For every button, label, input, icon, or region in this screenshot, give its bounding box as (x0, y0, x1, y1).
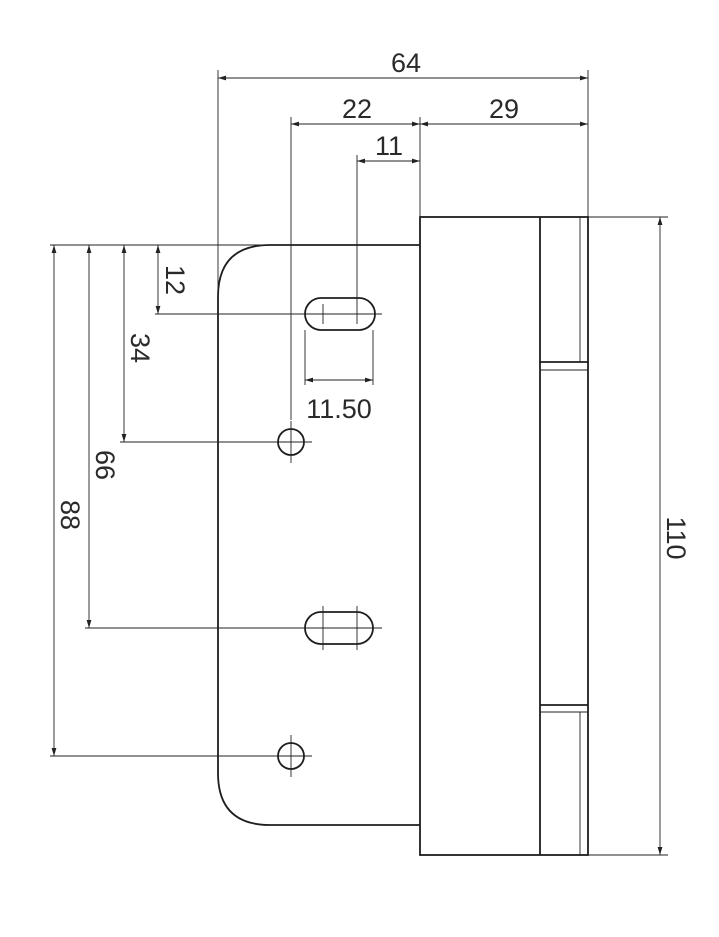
hinge-leaf-plate (217, 244, 420, 826)
dim-overall-width: 64 (391, 48, 421, 78)
dim-top-to-hole-1: 34 (125, 333, 155, 363)
dim-overall-height: 110 (661, 516, 691, 559)
dim-slot-length: 11.50 (306, 394, 372, 424)
slot-upper (298, 297, 382, 331)
dimension-lines (51, 75, 663, 855)
hinge-knuckle-body (419, 216, 589, 856)
extension-lines (50, 70, 668, 856)
dim-slot-offset: 22 (342, 94, 372, 124)
dim-top-to-slot-2: 66 (90, 450, 120, 480)
dim-top-to-slot: 12 (160, 265, 190, 295)
dim-top-to-hole-2: 88 (55, 500, 85, 530)
hole-lower (270, 735, 312, 777)
dim-knuckle-width: 29 (489, 94, 519, 124)
hole-upper (270, 421, 312, 463)
dim-slot-to-edge: 11 (375, 131, 403, 161)
slot-lower (298, 606, 382, 650)
